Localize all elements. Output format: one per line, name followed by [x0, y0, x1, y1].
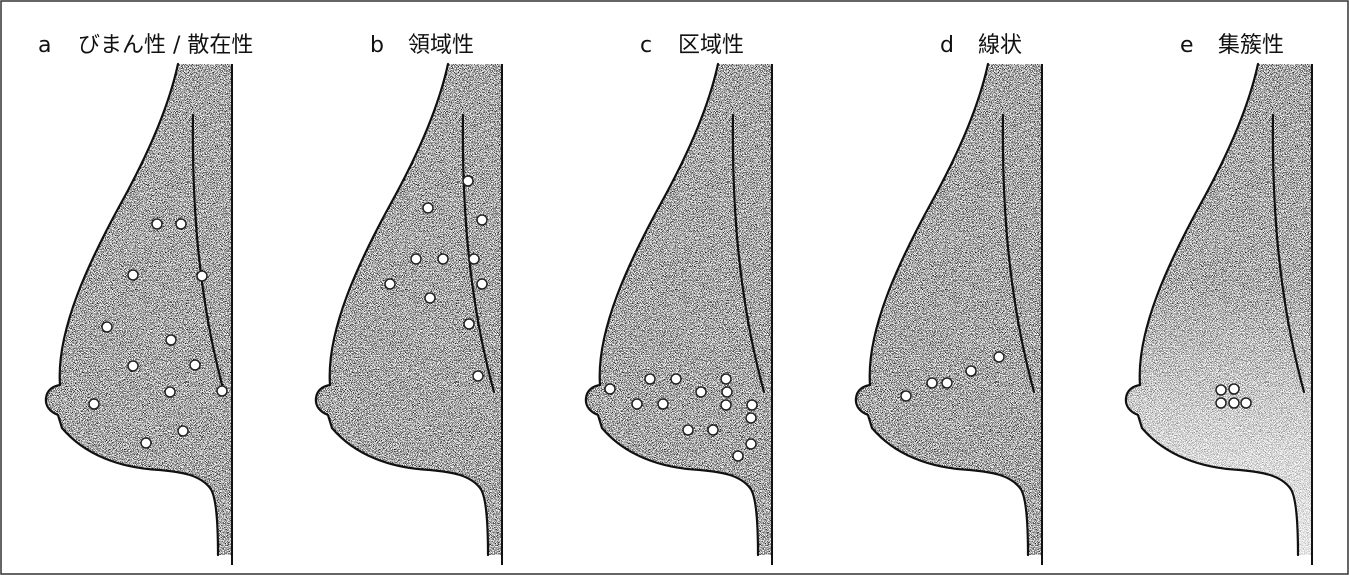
calcification-dot: [1216, 398, 1226, 408]
calcification-dot: [658, 399, 668, 409]
calcification-dot: [165, 387, 175, 397]
calcification-dot: [632, 399, 642, 409]
calcification-dot: [994, 352, 1004, 362]
calcification-dot: [89, 399, 99, 409]
calcification-dot: [671, 374, 681, 384]
calcification-dot: [477, 279, 487, 289]
calcification-dot: [411, 254, 421, 264]
calcification-dot: [721, 374, 731, 384]
calcification-dot: [1216, 385, 1226, 395]
calcification-dot: [708, 425, 718, 435]
panel-b-label: 領域性: [408, 33, 474, 58]
panel-e-letter: e: [1180, 33, 1194, 58]
calcification-dot: [942, 378, 952, 388]
calcification-dot: [425, 293, 435, 303]
panel-e-label: 集簇性: [1218, 33, 1284, 58]
panel-a-letter: a: [38, 33, 51, 58]
calcification-dot: [1229, 398, 1239, 408]
panel-c-label: 区域性: [678, 33, 744, 58]
panel-d-letter: d: [940, 33, 954, 58]
calcification-dot: [464, 319, 474, 329]
calcification-dot: [102, 322, 112, 332]
calcification-dot: [197, 271, 207, 281]
calcification-dot: [696, 387, 706, 397]
calcification-dot: [190, 360, 200, 370]
calcification-dot: [722, 387, 732, 397]
calcification-dot: [473, 371, 483, 381]
calcification-dot: [721, 400, 731, 410]
calcification-dot: [746, 413, 756, 423]
calcification-dot: [385, 279, 395, 289]
calcification-dot: [683, 425, 693, 435]
calcification-dot: [477, 215, 487, 225]
calcification-dot: [747, 400, 757, 410]
calcification-dot: [152, 219, 162, 229]
panel-b-letter: b: [370, 33, 384, 58]
calcification-dot: [1241, 398, 1251, 408]
calcification-dot: [166, 335, 176, 345]
calcification-dot: [178, 426, 188, 436]
calcification-dot: [733, 451, 743, 461]
calcification-dot: [605, 384, 615, 394]
panel-d-label: 線状: [978, 33, 1022, 58]
calcification-dot: [438, 254, 448, 264]
calcification-dot: [423, 203, 433, 213]
panel-a-label: びまん性 / 散在性: [78, 33, 253, 58]
calcification-dot: [469, 254, 479, 264]
calcification-dot: [746, 439, 756, 449]
calcification-dot: [141, 438, 151, 448]
panel-c-letter: c: [640, 33, 652, 58]
calcification-dot: [1229, 384, 1239, 394]
calcification-dot: [966, 366, 976, 376]
calcification-dot: [176, 219, 186, 229]
calcification-dot: [927, 378, 937, 388]
calcification-dot: [217, 386, 227, 396]
calcification-dot: [128, 270, 138, 280]
calcification-dot: [901, 391, 911, 401]
calcification-dot: [463, 176, 473, 186]
calcification-dot: [645, 374, 655, 384]
calcification-dot: [128, 361, 138, 371]
